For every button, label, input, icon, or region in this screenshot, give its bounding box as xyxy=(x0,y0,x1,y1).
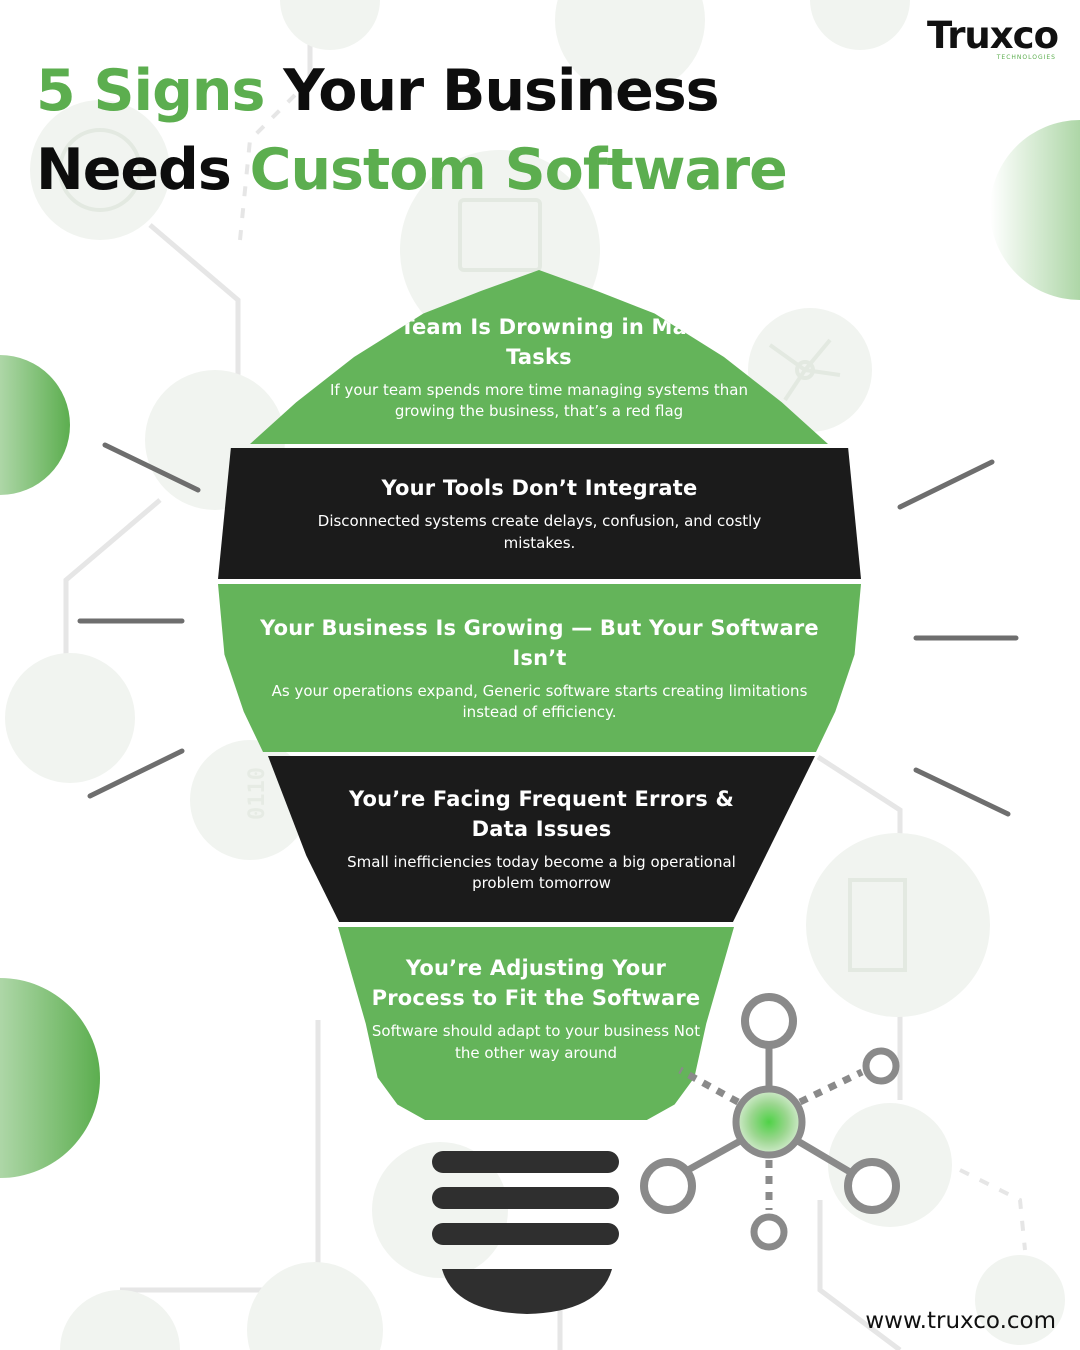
sign-section-2: Your Tools Don’t Integrate Disconnected … xyxy=(218,448,861,579)
sign-text: As your operations expand, Generic softw… xyxy=(271,681,808,722)
sign-heading: You’re Facing Frequent Errors & Data Iss… xyxy=(348,786,735,841)
svg-text:0110: 0110 xyxy=(245,767,270,820)
sign-text: Small inefficiencies today become a big … xyxy=(347,852,736,893)
sign-heading: You’re Adjusting Your Process to Fit the… xyxy=(371,956,701,1010)
sign-text: Software should adapt to your business N… xyxy=(371,1022,701,1062)
sign-text: If your team spends more time managing s… xyxy=(330,380,748,421)
sign-heading: Your Tools Don’t Integrate xyxy=(381,476,698,500)
logo-tagline: TECHNOLOGIES xyxy=(996,54,1056,61)
title-line1-highlight: 5 Signs xyxy=(36,58,265,124)
page-title: 5 Signs Your Business Needs Custom Softw… xyxy=(36,52,788,210)
sign-section-5: You’re Adjusting Your Process to Fit the… xyxy=(338,927,734,1120)
logo-wordmark: Truxco xyxy=(927,14,1059,57)
title-line1-rest: Your Business xyxy=(283,58,719,124)
sign-section-3: Your Business Is Growing — But Your Soft… xyxy=(218,584,861,752)
title-line2-highlight: Custom Software xyxy=(249,137,788,203)
sign-heading: Your Business Is Growing — But Your Soft… xyxy=(260,615,819,670)
title-line2-start: Needs xyxy=(36,137,232,203)
sign-section-4: You’re Facing Frequent Errors & Data Iss… xyxy=(268,756,815,922)
website-url: www.truxco.com xyxy=(865,1308,1056,1334)
brand-logo: Truxco TECHNOLOGIES xyxy=(918,14,1059,64)
sign-text: Disconnected systems create delays, conf… xyxy=(317,512,762,552)
